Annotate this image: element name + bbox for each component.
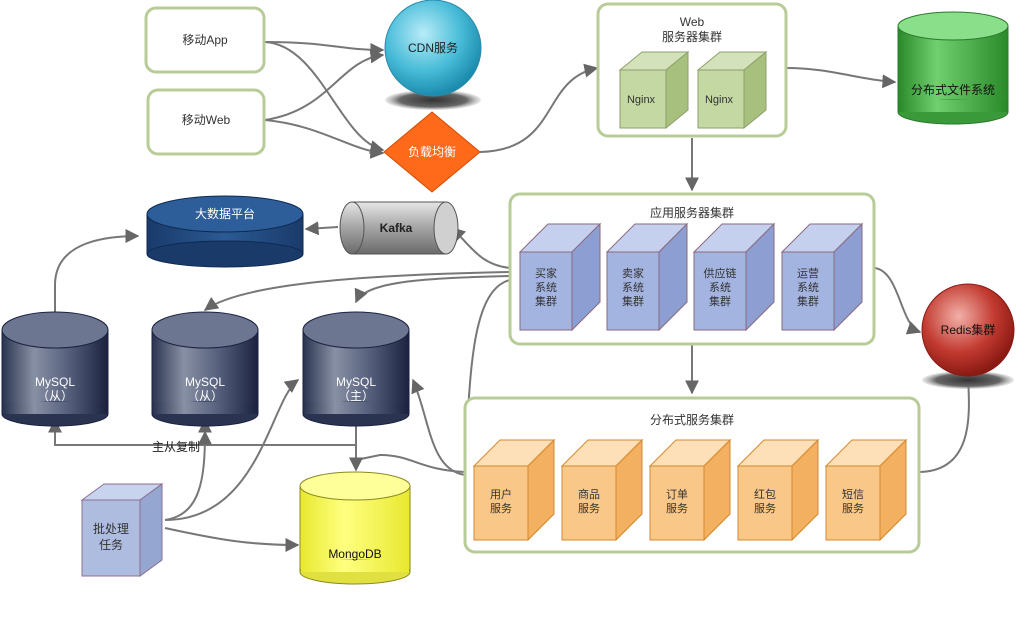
edge-web-cdn <box>264 49 385 121</box>
dist-service-label: 服务 <box>578 502 600 515</box>
mysql-role-label: （从） <box>187 389 223 403</box>
mysql-role-label: （从） <box>37 389 73 403</box>
app-system-label: 集群 <box>535 294 557 308</box>
app-system-label: 集群 <box>622 294 644 308</box>
app-system-label: 买家 <box>535 266 557 280</box>
edge-kafka-bigdata <box>304 221 339 236</box>
mysql-cylinder: MySQL（从） <box>1 311 109 427</box>
edge-dist-mongo <box>349 453 466 473</box>
dist-service-label: 订单 <box>666 488 688 501</box>
app-system-label: 系统 <box>709 281 731 294</box>
dfs-cylinder: 分布式文件系统 <box>897 11 1009 125</box>
cdn-node: CDN服务 <box>384 0 482 110</box>
mysql-group: MySQL（从）MySQL（从）MySQL（主） <box>1 311 410 427</box>
bigdata-label: 大数据平台 <box>195 206 255 221</box>
batch-task: 批处理 任务 <box>80 483 164 577</box>
app-system-label: 系统 <box>797 281 819 294</box>
edge-batch-mongo <box>164 527 300 552</box>
mysql-label: MySQL <box>35 375 75 389</box>
redis-label: Redis集群 <box>941 322 996 337</box>
mongodb-label: MongoDB <box>328 547 381 561</box>
edge-web-dfs <box>786 67 897 89</box>
mysql-label: MySQL <box>336 375 376 389</box>
edge-batch-mysql1 <box>164 430 212 521</box>
web-cluster-title1: Web <box>680 15 705 29</box>
mysql-cylinder: MySQL（主） <box>302 311 410 427</box>
dist-service-label: 服务 <box>490 502 512 515</box>
nginx-box: Nginx <box>618 50 690 130</box>
mongodb-cylinder: MongoDB <box>299 471 411 585</box>
app-system-label: 系统 <box>622 281 644 294</box>
edge-app-redis <box>874 267 922 335</box>
client-app-label: 移动App <box>182 33 228 47</box>
dist-service-label: 红包 <box>754 488 776 501</box>
web-cluster: Web 服务器集群 Nginx Nginx <box>596 2 788 138</box>
redis-node: Redis集群 <box>921 283 1015 389</box>
cdn-label: CDN服务 <box>408 40 458 55</box>
app-system-label: 集群 <box>709 294 731 308</box>
dist-service-label: 短信 <box>842 487 864 501</box>
replication-label: 主从复制 <box>152 440 200 454</box>
edge-app-kafka <box>450 227 511 269</box>
batch-label-2: 任务 <box>99 537 123 552</box>
kafka-queue: Kafka <box>339 201 459 255</box>
edge-app-mysql2 <box>354 275 511 304</box>
app-system-label: 供应链 <box>704 266 737 280</box>
app-system-label: 集群 <box>797 294 819 308</box>
client-web-label: 移动Web <box>182 113 231 127</box>
dist-cluster-title: 分布式服务集群 <box>650 412 734 427</box>
app-cluster-title: 应用服务器集群 <box>650 205 734 220</box>
kafka-label: Kafka <box>380 221 413 235</box>
mysql-cylinder: MySQL（从） <box>151 311 259 427</box>
dist-service-label: 服务 <box>842 502 864 515</box>
dist-service-label: 服务 <box>666 502 688 515</box>
dist-service-label: 商品 <box>578 487 600 501</box>
app-system-label: 运营 <box>797 266 819 280</box>
nginx-2-label: Nginx <box>705 94 734 106</box>
mysql-label: MySQL <box>185 375 225 389</box>
edge-app-mysql1 <box>203 271 511 311</box>
mysql-role-label: （主） <box>338 389 374 403</box>
edge-dist-mysql <box>411 378 466 476</box>
load-balancer: 负载均衡 <box>383 111 481 193</box>
app-system-label: 系统 <box>535 281 557 294</box>
app-system-label: 卖家 <box>622 266 644 280</box>
dist-service-label: 服务 <box>754 502 776 515</box>
batch-label-1: 批处理 <box>93 521 129 536</box>
lb-label: 负载均衡 <box>408 145 456 159</box>
nginx-1-label: Nginx <box>627 94 656 106</box>
bigdata-cylinder: 大数据平台 <box>146 195 304 268</box>
dfs-label: 分布式文件系统 <box>911 82 995 97</box>
web-cluster-title2: 服务器集群 <box>662 29 722 44</box>
edge-app-lb <box>264 41 385 154</box>
edge-lb-web <box>479 63 599 153</box>
edge-web-lb <box>264 119 385 159</box>
nginx-box: Nginx <box>696 50 768 130</box>
dist-service-label: 用户 <box>490 487 512 501</box>
client-mobile-app: 移动App <box>144 6 266 74</box>
edge-batch-mysql2 <box>164 379 300 521</box>
edge-mysql-bigdata <box>54 229 140 312</box>
client-mobile-web: 移动Web <box>146 88 266 156</box>
